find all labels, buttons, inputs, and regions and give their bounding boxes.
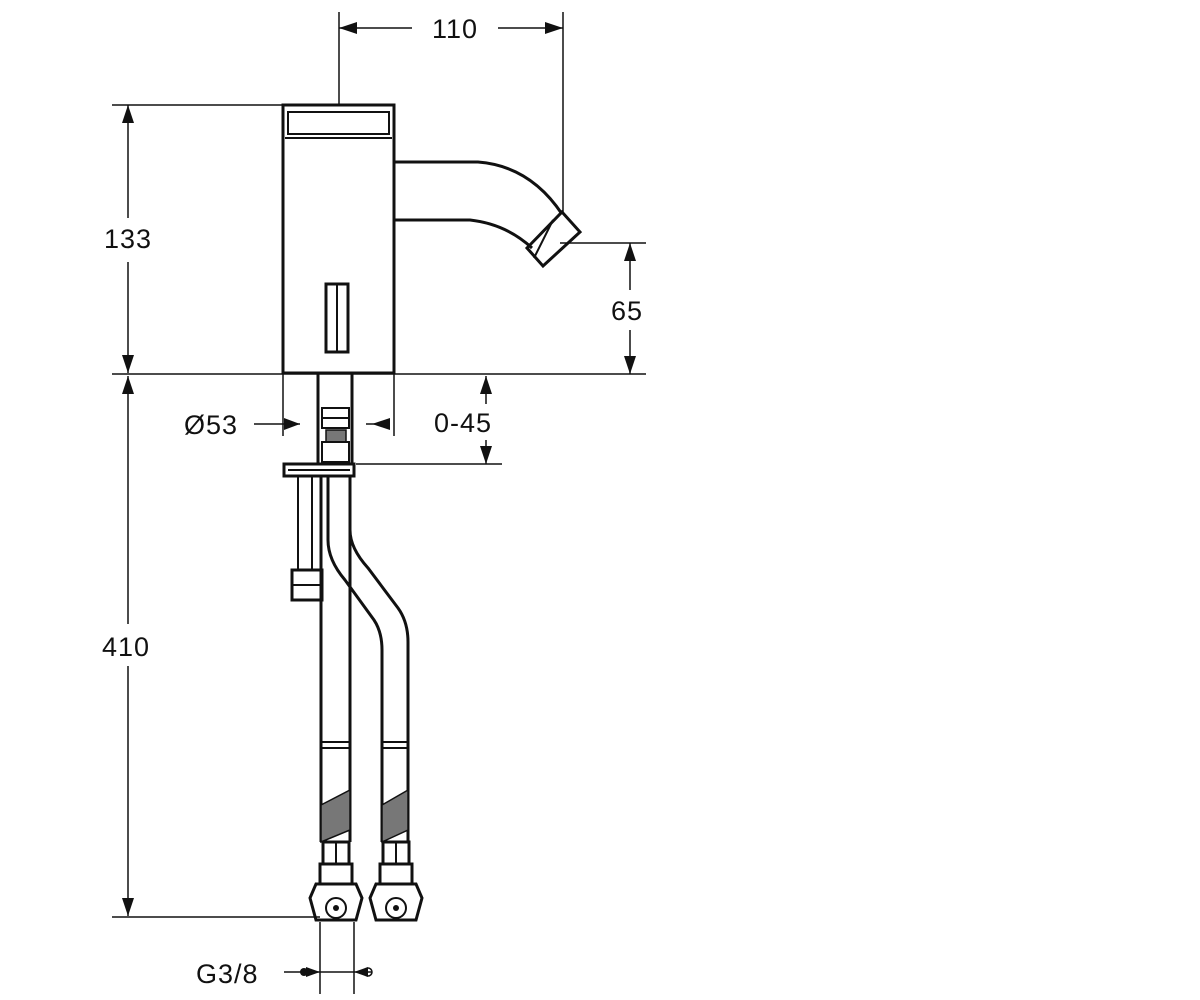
dimension-connection-thread: G3/8 — [196, 922, 373, 994]
mounting-shank — [282, 373, 356, 478]
connector-left — [308, 840, 364, 922]
hose-right — [326, 476, 410, 844]
hose-left — [319, 476, 352, 844]
dimension-deck-thickness: 0-45 — [356, 376, 502, 465]
dimension-label-thread: G3/8 — [196, 959, 259, 989]
dimension-label-410: 410 — [102, 632, 150, 662]
dimension-body-height: 133 — [104, 104, 283, 373]
connector-right — [368, 840, 424, 922]
dimension-label-deck-thickness: 0-45 — [434, 408, 492, 438]
mounting-plate — [282, 462, 356, 478]
dimension-body-diameter: Ø53 — [184, 374, 395, 440]
dimension-spout-reach: 110 — [338, 12, 564, 214]
dimension-label-diameter: Ø53 — [184, 410, 238, 440]
dimension-label-133: 133 — [104, 224, 152, 254]
dimension-spout-height: 65 — [560, 242, 646, 374]
dimension-hose-length: 410 — [102, 376, 320, 918]
dimension-label-110: 110 — [432, 14, 478, 44]
dimension-label-65: 65 — [611, 296, 643, 326]
threaded-rod — [290, 476, 324, 602]
spout — [394, 160, 583, 269]
faucet-body — [281, 103, 396, 375]
